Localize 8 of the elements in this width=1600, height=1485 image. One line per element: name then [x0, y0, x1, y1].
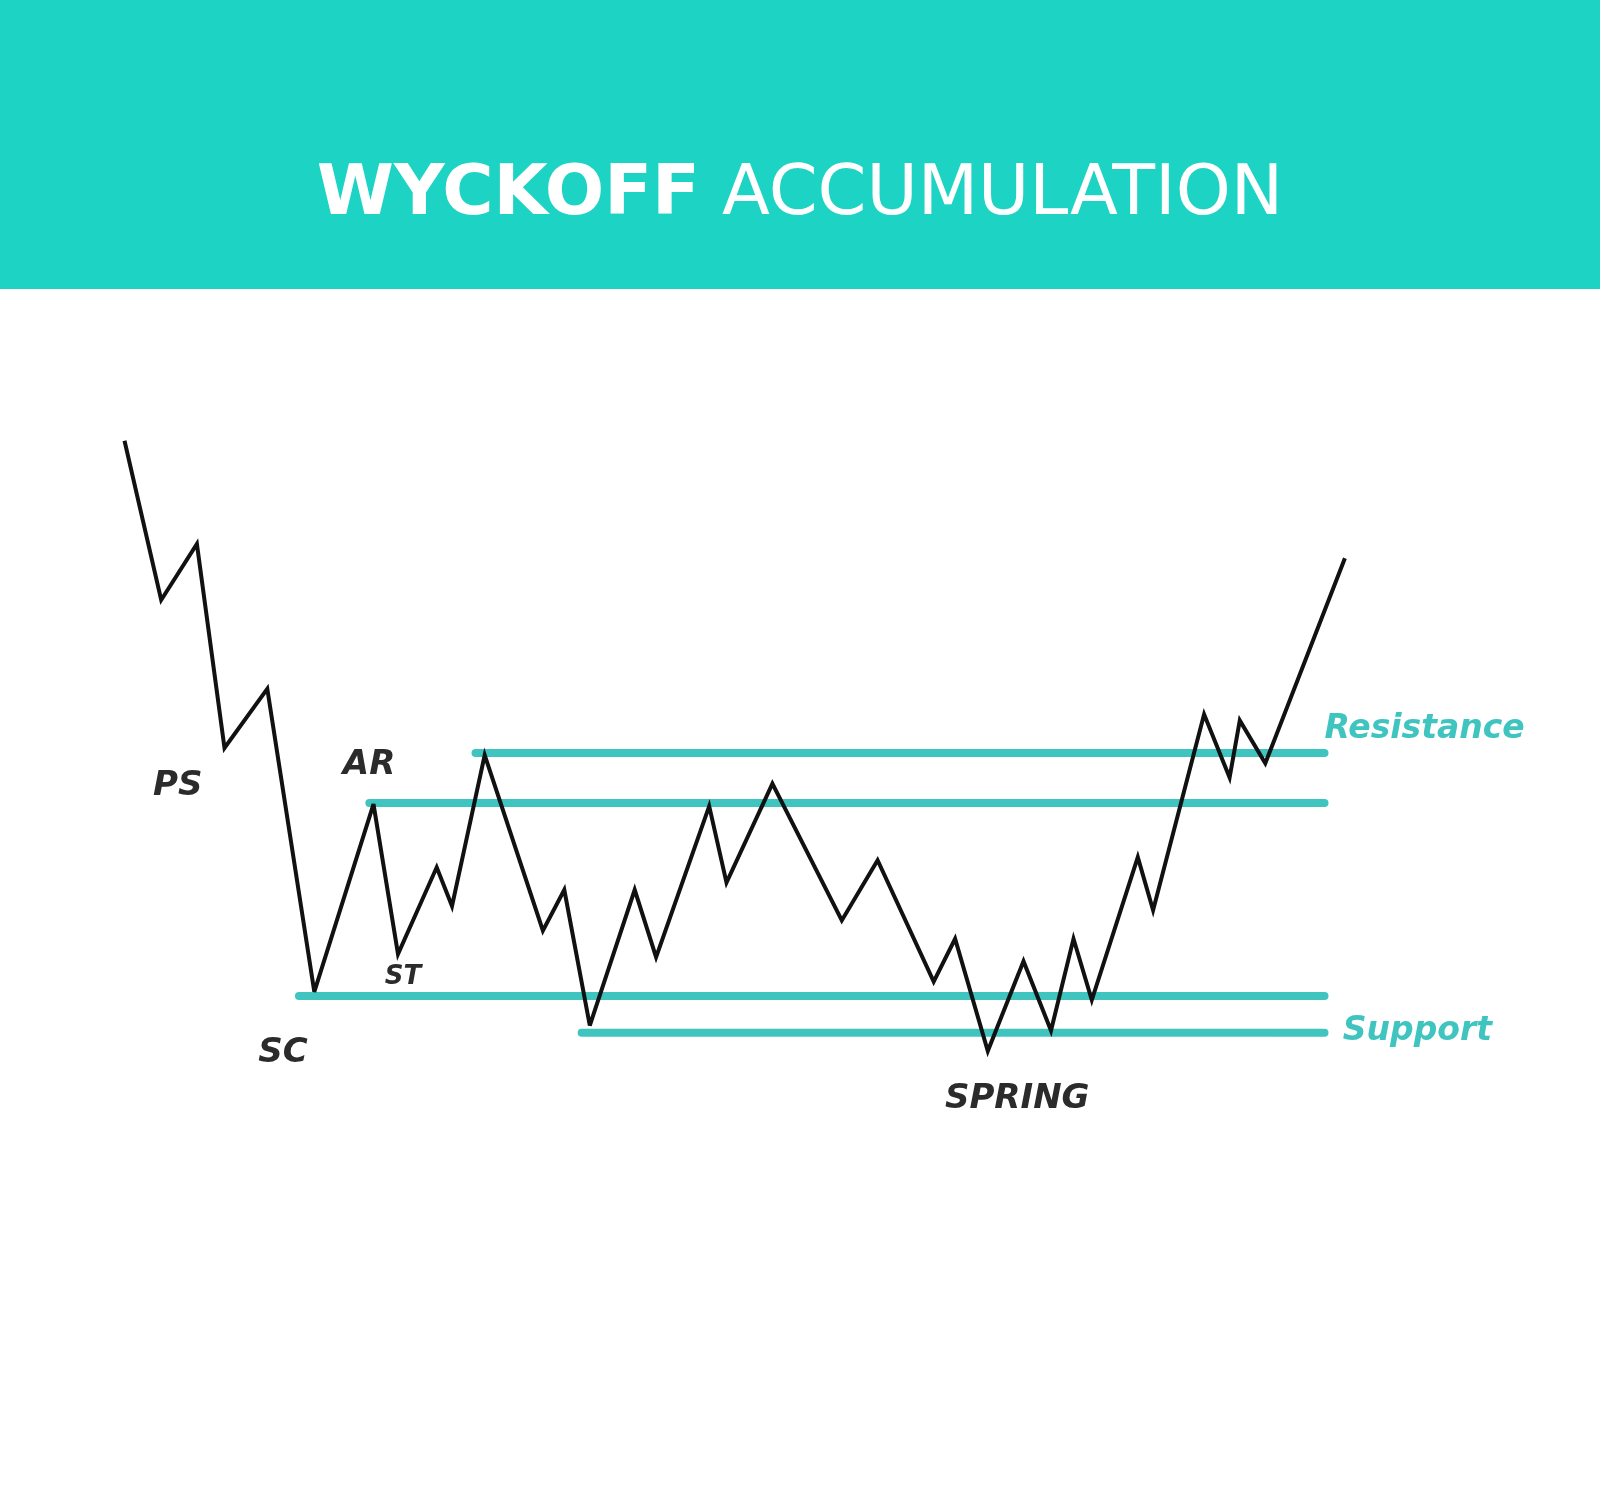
- phase-label: SC: [258, 1031, 308, 1071]
- level-label: Support: [1342, 1009, 1493, 1048]
- phase-label: PS: [153, 764, 203, 804]
- phase-label: ST: [384, 960, 422, 991]
- level-label: Resistance: [1324, 707, 1525, 746]
- phase-label: AR: [342, 743, 396, 783]
- phase-label: SPRING: [944, 1077, 1090, 1117]
- title: WYCKOFF ACCUMULATION: [315, 148, 1285, 232]
